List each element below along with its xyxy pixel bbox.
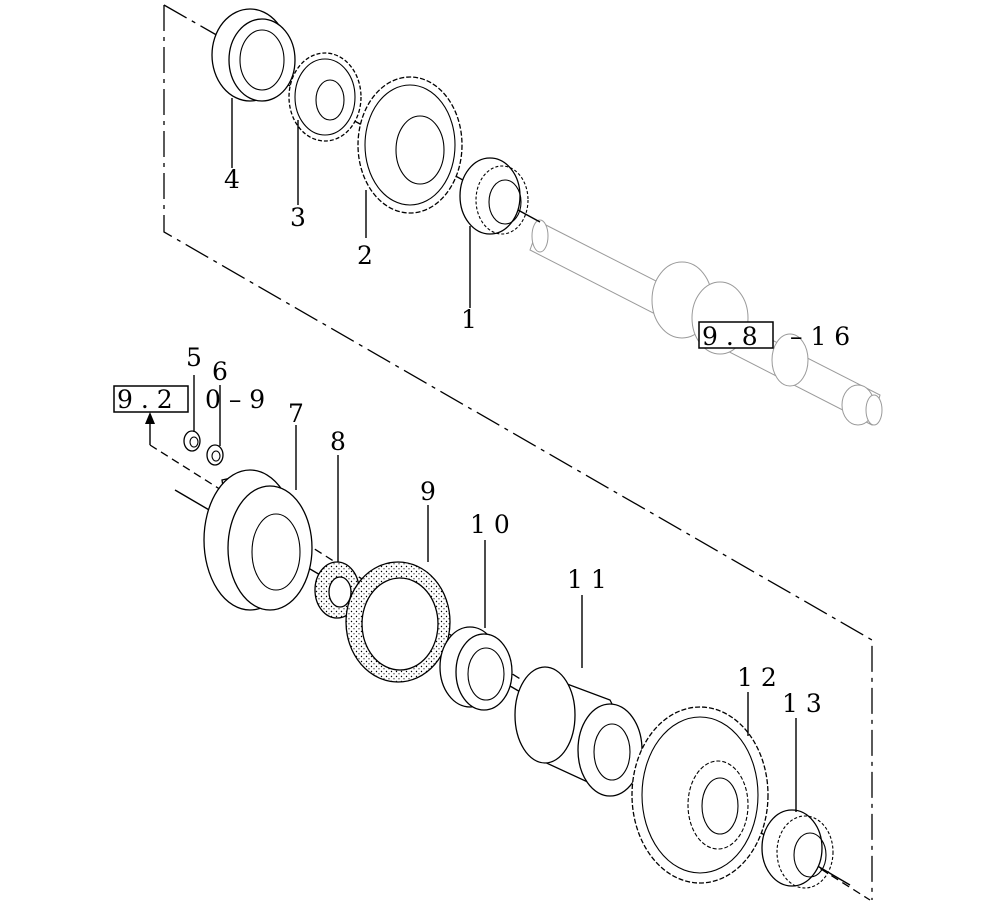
reference-callout-left: 9 . 2 0 – 9 <box>113 385 265 414</box>
part-1-needle-bearing <box>459 157 529 235</box>
part-6-washer <box>206 444 224 466</box>
label-part-3: 3 <box>290 203 306 232</box>
label-part-12: 1 2 <box>737 663 777 692</box>
part-7-flange-housing <box>203 469 313 611</box>
label-part-11: 1 1 <box>567 565 607 594</box>
part-12-large-gear <box>631 706 769 884</box>
part-10-ball-bearing <box>439 626 513 711</box>
label-part-5: 5 <box>186 343 202 372</box>
label-part-2: 2 <box>357 241 373 270</box>
ref-upper-rest: – 1 6 <box>790 322 850 351</box>
part-number-labels: 4 3 2 1 5 6 7 8 9 1 0 1 1 1 2 1 3 <box>186 165 822 718</box>
ref-box-left <box>113 385 189 413</box>
label-part-13: 1 3 <box>782 689 822 718</box>
label-part-9: 9 <box>420 477 436 506</box>
label-part-7: 7 <box>288 399 304 428</box>
label-part-1: 1 <box>461 305 477 334</box>
part-13-needle-bearing <box>761 809 834 889</box>
part-11-hub <box>514 666 643 797</box>
label-part-6: 6 <box>212 357 228 386</box>
part-2-large-gear <box>357 76 463 214</box>
part-3-small-gear <box>288 52 362 142</box>
ref-upper-boxed: 9 . 8 <box>702 322 758 351</box>
reference-callout-upper: 9 . 8 – 1 6 <box>698 321 850 351</box>
part-4-sleeve <box>211 8 296 102</box>
part-9-gasket <box>345 561 451 683</box>
lower-leader-lines <box>193 375 797 812</box>
ref-left-rest: 0 – 9 <box>205 385 265 414</box>
arrow-up-icon <box>145 412 155 424</box>
label-part-10: 1 0 <box>470 510 510 539</box>
ref-box-upper <box>698 321 774 349</box>
upper-leader-lines <box>231 98 471 308</box>
part-5-nut <box>183 430 201 452</box>
label-part-4: 4 <box>224 165 240 194</box>
ref-left-boxed: 9 . 2 <box>117 385 173 414</box>
label-part-8: 8 <box>330 427 346 456</box>
